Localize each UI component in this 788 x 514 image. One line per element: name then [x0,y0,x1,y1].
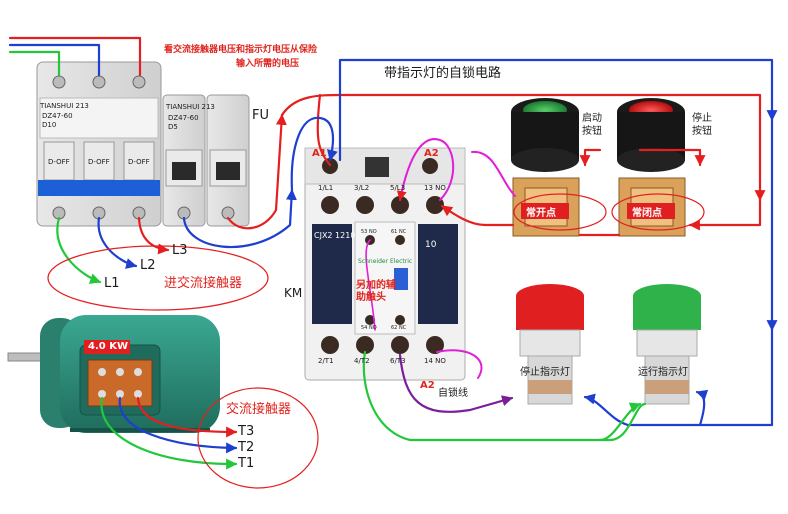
input-caption: 进交流接触器 [164,276,243,291]
nc-contact-ellipse [611,193,705,231]
t2-label: T2 [238,440,255,455]
self-lock-circuit-title: 带指示灯的自锁电路 [384,66,502,81]
stop-button [617,98,686,237]
contactor-brand: Schneider Electric [358,258,413,265]
contactor-model: CJX2 1210 [314,231,356,240]
output-caption-ellipse [197,387,319,489]
wires [8,36,778,470]
t1-label: T1 [238,456,255,471]
breaker-mark-3: D-OFF [128,158,150,166]
aux-terminal-53: 53 NO [361,229,377,235]
terminal-3-l2: 3/L2 [354,184,370,192]
stop-lamp-label: 停止指示灯 [520,367,570,378]
normally-closed-label: 常闭点 [632,208,662,219]
fuse-model: DZ47-60 [168,114,199,122]
terminal-5-l3: 5/L3 [390,184,406,192]
terminal-13-no: 13 NO [424,184,446,192]
motor [7,315,220,433]
terminal-6-t3: 6/T3 [390,357,406,365]
self-lock-wire-label: 自锁线 [438,388,468,399]
note-line-1: 看交流接触器电压和指示灯电压从保险 [164,45,318,55]
fuse-label: FU [252,108,269,123]
fuse-rating: D5 [168,123,178,131]
breaker-model: DZ47-60 [42,112,73,120]
terminal-1-l1: 1/L1 [318,184,334,192]
a1-label: A1 [312,148,327,159]
run-lamp [633,284,701,405]
output-caption: 交流接触器 [226,402,292,417]
t3-label: T3 [238,424,255,439]
l2-label: L2 [140,258,156,273]
terminal-4-t2: 4/T2 [354,357,370,365]
breaker-mark-1: D-OFF [48,158,70,166]
input-caption-ellipse [47,245,269,311]
aux-terminal-62: 62 NC [391,325,407,331]
start-button-label: 启动按钮 [582,113,602,137]
normally-open-label: 常开点 [526,208,556,219]
note-line-2: 输入所需的电压 [236,59,300,69]
run-lamp-label: 运行指示灯 [638,367,688,378]
aux-block-label: 另加的辅助触头 [356,280,396,303]
terminal-14-no: 14 NO [424,357,446,365]
contactor-rating: 10 [425,240,437,250]
contactor [304,147,466,381]
stop-lamp [516,284,584,405]
no-contact-ellipse [513,193,607,231]
aux-terminal-61: 61 NC [391,229,407,235]
breaker-mark-2: D-OFF [88,158,110,166]
motor-power: 4.0 KW [88,341,128,352]
a2-bottom-label: A2 [420,380,435,391]
aux-terminal-54: 54 NO [361,325,377,331]
stop-button-label: 停止按钮 [692,113,712,137]
main-breaker [36,61,162,227]
fuse-brand: TIANSHUI 213 [166,103,215,111]
contactor-label: KM [284,286,303,300]
breaker-rating: D10 [42,121,57,129]
fuse-breakers [162,94,250,227]
l1-label: L1 [104,276,120,291]
a2-top-label: A2 [424,148,439,159]
breaker-brand: TIANSHUI 213 [40,102,89,110]
terminal-2-t1: 2/T1 [318,357,334,365]
l3-label: L3 [172,243,188,258]
